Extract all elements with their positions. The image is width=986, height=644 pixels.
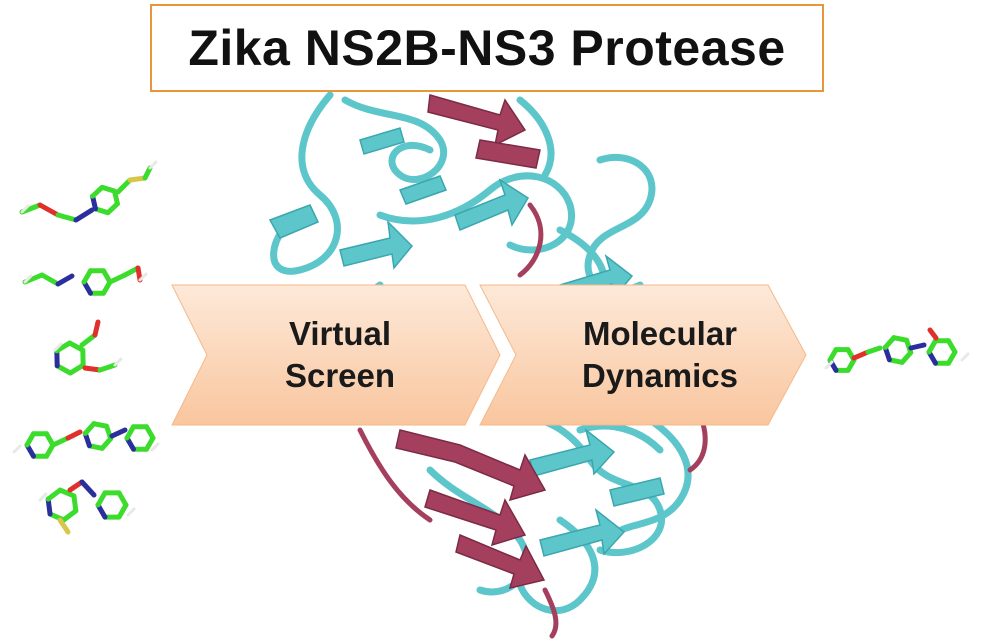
- step-1-line-2: Screen: [240, 355, 440, 397]
- ligand-molecule-icon: [22, 162, 156, 220]
- title-box: Zika NS2B-NS3 Protease: [150, 4, 824, 92]
- ligand-molecule-icon: [25, 268, 146, 293]
- step-molecular-dynamics-label: Molecular Dynamics: [540, 313, 780, 397]
- step-virtual-screen-label: Virtual Screen: [240, 313, 440, 397]
- step-1-line-1: Virtual: [240, 313, 440, 355]
- ligand-molecule-icon: [826, 330, 968, 370]
- diagram-title: Zika NS2B-NS3 Protease: [188, 19, 785, 77]
- step-2-line-1: Molecular: [540, 313, 780, 355]
- ligand-molecule-icon: [14, 424, 158, 457]
- ligand-molecule-icon: [55, 322, 121, 373]
- ligand-molecule-icon: [40, 482, 134, 532]
- step-2-line-2: Dynamics: [540, 355, 780, 397]
